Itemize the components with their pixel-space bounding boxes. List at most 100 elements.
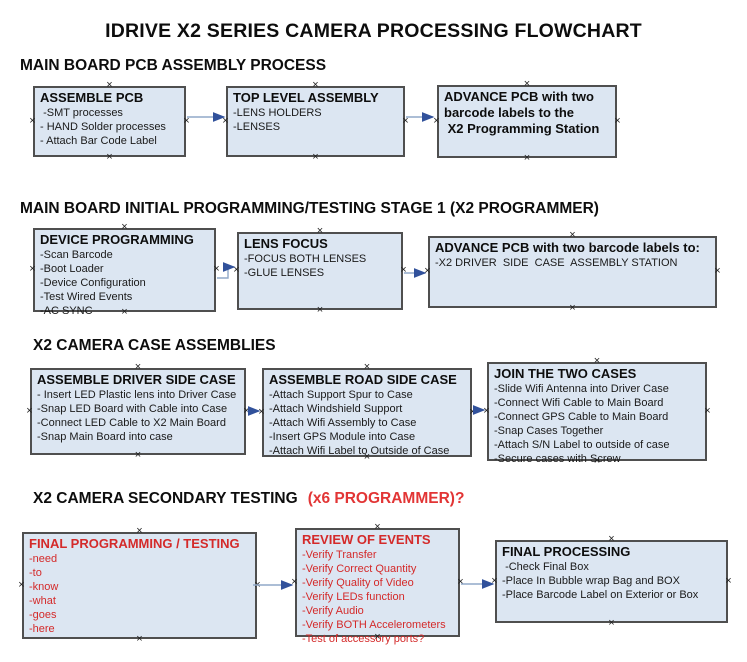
box-item: -Snap LED Board with Cable into Case xyxy=(37,403,228,415)
box-item: -Attach Wifi Label to Outside of Case xyxy=(269,445,450,457)
box-item: - Insert LED Plastic lens into Driver Ca… xyxy=(37,389,237,401)
connector-handle-bottom xyxy=(607,619,616,628)
box-title: ASSEMBLE DRIVER SIDE CASE xyxy=(37,372,236,387)
connector-handle-top xyxy=(523,80,532,89)
box-item: -Place Barcode Label on Exterior or Box xyxy=(502,589,699,601)
box-final-processing: FINAL PROCESSING -Check Final Box -Place… xyxy=(495,540,728,623)
box-assemble-driver-side-case: ASSEMBLE DRIVER SIDE CASE - Insert LED P… xyxy=(30,368,246,455)
connector-handle-right xyxy=(242,407,251,416)
box-item: -to xyxy=(29,567,42,579)
box-advance-pcb-driver-side-station: ADVANCE PCB with two barcode labels to: … xyxy=(428,236,717,308)
box-assemble-road-side-case: ASSEMBLE ROAD SIDE CASE -Attach Support … xyxy=(262,368,472,457)
connector-handle-top xyxy=(607,535,616,544)
connector-handle-right xyxy=(713,267,722,276)
box-item: -Connect LED Cable to X2 Main Board xyxy=(37,417,226,429)
box-title: TOP LEVEL ASSEMBLY xyxy=(233,90,379,105)
connector-handle-bottom xyxy=(311,153,320,162)
box-item: -need xyxy=(29,553,58,565)
connector-handle-right xyxy=(182,117,191,126)
box-top-level-assembly: TOP LEVEL ASSEMBLY -LENS HOLDERS -LENSES xyxy=(226,86,405,157)
box-item: -Insert GPS Module into Case xyxy=(269,431,416,443)
box-item: -Boot Loader xyxy=(40,263,104,275)
box-title: ASSEMBLE PCB xyxy=(40,90,144,105)
connector-handle-top xyxy=(568,231,577,240)
section-heading-pcb-assembly: MAIN BOARD PCB ASSEMBLY PROCESS xyxy=(20,57,327,74)
box-item: -Attach S/N Label to outside of case xyxy=(494,439,670,451)
box-item: - Attach Bar Code Label xyxy=(40,135,157,147)
box-item: -LENSES xyxy=(233,121,281,133)
connector-handle-top xyxy=(593,357,602,366)
connector-handle-top xyxy=(135,527,144,536)
box-item: -Check Final Box xyxy=(502,561,589,573)
connector-handle-right xyxy=(253,581,262,590)
box-item: - HAND Solder processes xyxy=(40,121,166,133)
box-item: -Slide Wifi Antenna into Driver Case xyxy=(494,383,669,395)
box-item: -Snap Cases Together xyxy=(494,425,604,437)
connector-handle-left xyxy=(290,578,299,587)
box-item: -Verify BOTH Accelerometers xyxy=(302,619,446,631)
connector-handle-left xyxy=(257,408,266,417)
connector-handle-top xyxy=(363,363,372,372)
box-item: -Verify Transfer xyxy=(302,549,377,561)
box-lens-focus: LENS FOCUS -FOCUS BOTH LENSES -GLUE LENS… xyxy=(237,232,403,310)
box-item: -Verify LEDs function xyxy=(302,591,405,603)
connector-handle-right xyxy=(456,578,465,587)
connector-handle-bottom xyxy=(523,154,532,163)
box-item: -Device Configuration xyxy=(40,277,146,289)
box-item: -what xyxy=(29,595,56,607)
connector-handle-right xyxy=(724,577,733,586)
box-review-of-events: REVIEW OF EVENTS -Verify Transfer -Verif… xyxy=(295,528,460,645)
connector-handle-top xyxy=(316,227,325,236)
box-title: LENS FOCUS xyxy=(244,236,328,251)
connector-handle-top xyxy=(373,523,382,532)
box-item: -FOCUS BOTH LENSES xyxy=(244,253,367,265)
box-item: -X2 DRIVER SIDE CASE ASSEMBLY STATION xyxy=(435,257,678,269)
connector-handle-left xyxy=(25,407,34,416)
flow-arrow xyxy=(217,262,236,279)
connector-handle-right xyxy=(613,117,622,126)
connector-handle-top xyxy=(120,223,129,232)
connector-handle-left xyxy=(490,577,499,586)
box-assemble-pcb: ASSEMBLE PCB -SMT processes - HAND Solde… xyxy=(33,86,186,157)
box-join-the-two-cases: JOIN THE TWO CASES -Slide Wifi Antenna i… xyxy=(487,362,707,465)
box-title: ASSEMBLE ROAD SIDE CASE xyxy=(269,372,457,387)
box-final-programming-testing: FINAL PROGRAMMING / TESTING -need -to -k… xyxy=(22,532,257,639)
box-item: -LENS HOLDERS xyxy=(233,107,322,119)
box-item: -Connect Wifi Cable to Main Board xyxy=(494,397,664,409)
connector-handle-top xyxy=(311,81,320,90)
box-item: -here xyxy=(29,623,55,635)
connector-handle-bottom xyxy=(134,451,143,460)
connector-handle-left xyxy=(432,117,441,126)
box-item: -Connect GPS Cable to Main Board xyxy=(494,411,669,423)
section-heading-black-part: X2 CAMERA SECONDARY TESTING xyxy=(33,490,298,507)
connector-handle-bottom xyxy=(568,304,577,313)
box-item: -Verify Audio xyxy=(302,605,364,617)
box-advance-pcb-programming-station: ADVANCE PCB with two barcode labels to t… xyxy=(437,85,617,158)
connector-handle-left xyxy=(423,267,432,276)
box-title: ADVANCE PCB with two barcode labels to t… xyxy=(444,89,600,136)
box-item: -AC SYNC xyxy=(40,305,93,317)
box-item: -Attach Wifi Assembly to Case xyxy=(269,417,417,429)
connector-handle-top xyxy=(105,81,114,90)
box-title: FINAL PROCESSING xyxy=(502,544,631,559)
box-item: -Scan Barcode xyxy=(40,249,113,261)
connector-handle-left xyxy=(28,117,37,126)
page-title: IDRIVE X2 SERIES CAMERA PROCESSING FLOWC… xyxy=(105,20,642,42)
box-item: -goes xyxy=(29,609,57,621)
box-item: -SMT processes xyxy=(40,107,123,119)
connector-handle-right xyxy=(703,407,712,416)
connector-handle-right xyxy=(399,266,408,275)
box-item: -Verify Correct Quantity xyxy=(302,563,417,575)
connector-handle-bottom xyxy=(105,153,114,162)
connector-handle-right xyxy=(468,408,477,417)
section-heading-secondary-testing: X2 CAMERA SECONDARY TESTING(x6 PROGRAMME… xyxy=(33,490,464,508)
box-title: JOIN THE TWO CASES xyxy=(494,366,637,381)
connector-handle-bottom xyxy=(135,635,144,644)
box-item: -Snap Main Board into case xyxy=(37,431,173,443)
connector-handle-left xyxy=(28,265,37,274)
connector-handle-bottom xyxy=(316,306,325,315)
box-item: -Attach Windshield Support xyxy=(269,403,403,415)
box-item: -know xyxy=(29,581,59,593)
box-title: FINAL PROGRAMMING / TESTING xyxy=(29,536,240,551)
